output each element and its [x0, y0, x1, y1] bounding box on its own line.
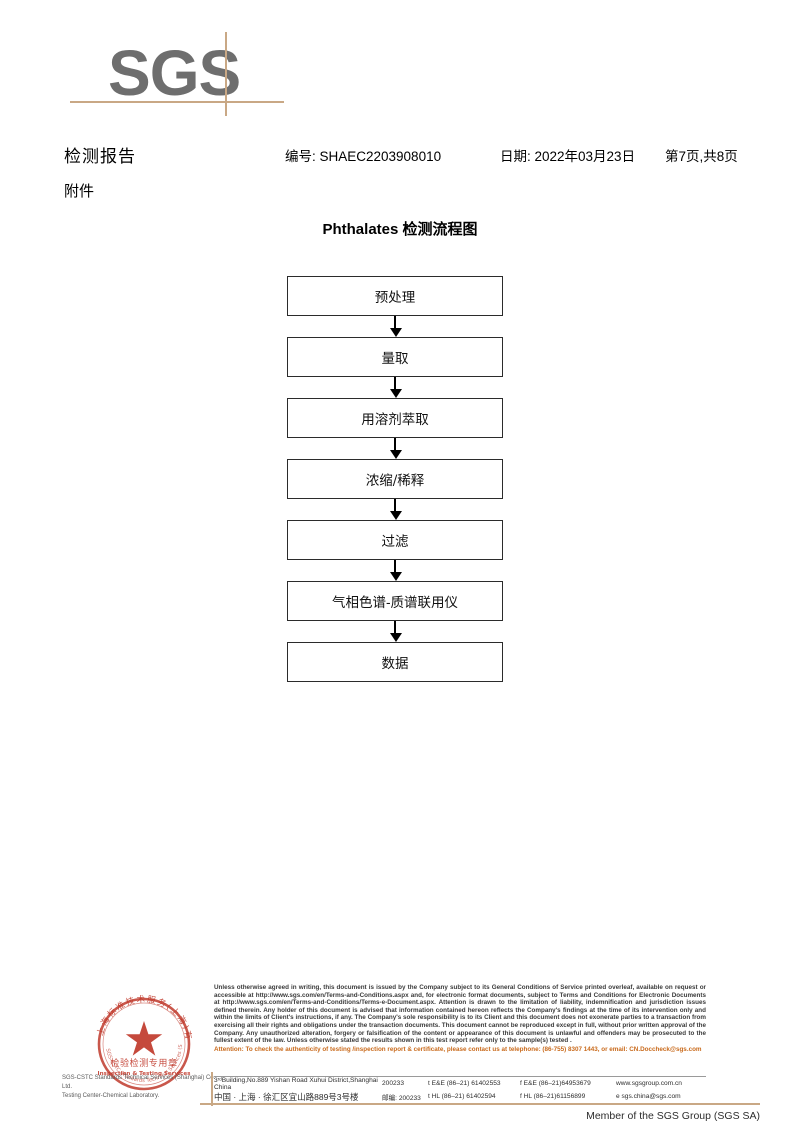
zip-cn: 邮编: 200233: [382, 1094, 421, 1102]
zip-en: 200233: [382, 1080, 405, 1087]
flow-arrow-2: [287, 377, 503, 398]
email: e sgs.china@sgs.com: [616, 1093, 681, 1100]
fax-ee: f E&E (86–21)64953679: [520, 1080, 591, 1087]
flow-step-label: 用溶剂萃取: [361, 412, 429, 428]
sgs-logo: SGS: [70, 32, 284, 116]
flowchart-title: Phthalates 检测流程图: [322, 221, 478, 238]
flow-step-5: 过滤: [287, 520, 503, 560]
footer-rule: [200, 1103, 760, 1105]
telephone-ee: t E&E (86–21) 61402553: [428, 1080, 501, 1087]
flow-step-6: 气相色谱-质谱联用仪: [287, 581, 503, 621]
address-top-rule: [214, 1076, 706, 1077]
flow-step-3: 用溶剂萃取: [287, 398, 503, 438]
laboratory-name: SGS-CSTC Standards Technical Services (S…: [62, 1074, 222, 1101]
flow-step-label: 过滤: [381, 534, 409, 550]
sgs-group-member-note: Member of the SGS Group (SGS SA): [586, 1110, 760, 1122]
flow-step-label: 量取: [381, 351, 409, 367]
report-number: 编号: SHAEC2203908010: [285, 149, 442, 164]
attachment-label: 附件: [64, 183, 95, 200]
fax-hl: f HL (86–21)61156899: [520, 1093, 586, 1100]
flow-arrow-4: [287, 499, 503, 520]
flow-arrow-3: [287, 438, 503, 459]
address-row-en: 3ʳᵈBuilding,No.889 Yishan Road Xuhui Dis…: [214, 1076, 706, 1091]
legal-attention: Attention: To check the authenticity of …: [214, 1045, 702, 1053]
laboratory-name-line2: Testing Center-Chemical Laboratory.: [62, 1093, 160, 1099]
official-seal-stamp: 上海标准技术服务(上海)有限公司 SGS-CSTC Standards Tech…: [85, 985, 203, 1103]
flow-step-4: 浓缩/稀释: [287, 459, 503, 499]
svg-text:检验检测专用章: 检验检测专用章: [110, 1057, 177, 1069]
flowchart: 预处理 量取 用溶剂萃取 浓缩/稀释 过滤 气相色谱-质谱联用仪 数据: [287, 276, 503, 682]
telephone-hl: t HL (86–21) 61402594: [428, 1093, 496, 1100]
flow-arrow-5: [287, 560, 503, 581]
logo-vertical-rule: [225, 32, 227, 116]
legal-body: Unless otherwise agreed in writing, this…: [214, 984, 706, 1045]
flow-step-label: 浓缩/稀释: [365, 473, 425, 489]
flow-arrow-1: [287, 316, 503, 337]
flow-step-label: 数据: [381, 656, 409, 672]
flow-step-label: 气相色谱-质谱联用仪: [331, 595, 459, 611]
svg-text:上海标准技术服务(上海)有限公司: 上海标准技术服务(上海)有限公司: [85, 985, 194, 1042]
logo-horizontal-rule: [70, 101, 284, 103]
seal-graphic: 上海标准技术服务(上海)有限公司 SGS-CSTC Standards Tech…: [85, 985, 194, 1091]
contact-address-block: 3ʳᵈBuilding,No.889 Yishan Road Xuhui Dis…: [214, 1077, 706, 1103]
flow-step-label: 预处理: [374, 290, 416, 306]
sgs-logo-text: SGS: [108, 37, 241, 109]
flow-arrow-6: [287, 621, 503, 642]
laboratory-name-line1: SGS-CSTC Standards Technical Services (S…: [62, 1075, 216, 1090]
flow-step-7: 数据: [287, 642, 503, 682]
document-header: 检测报告 编号: SHAEC2203908010 日期: 2022年03月23日…: [0, 142, 800, 168]
website: www.sgsgroup.com.cn: [616, 1080, 682, 1087]
address-left-rule: [211, 1072, 213, 1106]
report-date: 日期: 2022年03月23日: [500, 149, 636, 164]
address-en: 3ʳᵈBuilding,No.889 Yishan Road Xuhui Dis…: [214, 1076, 378, 1091]
address-cn: 中国 · 上海 · 徐汇区宜山路889号3号楼: [214, 1091, 359, 1102]
flow-step-1: 预处理: [287, 276, 503, 316]
flow-step-2: 量取: [287, 337, 503, 377]
svg-text:Inspection & Testing Services: Inspection & Testing Services: [97, 1071, 191, 1077]
address-row-cn: 中国 · 上海 · 徐汇区宜山路889号3号楼 邮编: 200233 t HL …: [214, 1090, 706, 1103]
page-indicator: 第7页,共8页: [665, 149, 738, 164]
legal-disclaimer: Unless otherwise agreed in writing, this…: [214, 984, 706, 1053]
page-title: 检测报告: [64, 147, 136, 166]
